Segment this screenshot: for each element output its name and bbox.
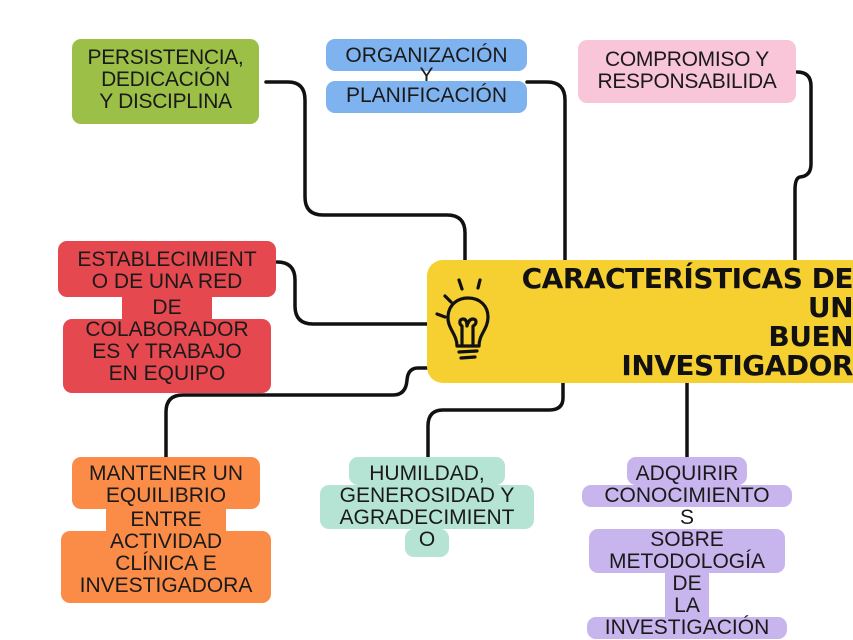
node-equilibrio[interactable]: MANTENER UN EQUILIBRIO ENTRE ACTIVIDAD C… xyxy=(61,457,271,603)
node-equilibrio-line: INVESTIGADORA xyxy=(79,574,253,597)
node-persistencia[interactable]: PERSISTENCIA, DEDICACIÓN Y DISCIPLINA xyxy=(72,39,259,124)
node-organizacion-line: PLANIFICACIÓN xyxy=(345,84,508,107)
node-organizacion-line: ORGANIZACIÓN xyxy=(345,44,508,67)
node-red-line: COLABORADOR xyxy=(85,318,249,341)
central-title: CARACTERÍSTICAS DE UN BUEN INVESTIGADOR xyxy=(521,262,853,382)
node-conocimientos-line: INVESTIGACIÓN xyxy=(604,616,770,639)
node-organizacion[interactable]: ORGANIZACIÓN Y PLANIFICACIÓN xyxy=(326,39,527,113)
node-equilibrio-line: CLÍNICA E xyxy=(115,552,217,575)
node-red-line: EN EQUIPO xyxy=(108,362,226,385)
node-equilibrio-line: MANTENER UN xyxy=(88,462,243,485)
node-persistencia-line: DEDICACIÓN xyxy=(101,68,230,91)
node-conocimientos-line: METODOLOGÍA xyxy=(609,550,765,573)
node-humildad-line: AGRADECIMIENT xyxy=(339,506,515,529)
node-equilibrio-line: EQUILIBRIO xyxy=(105,484,227,507)
node-persistencia-line: Y DISCIPLINA xyxy=(99,90,232,113)
node-conocimientos-line: LA xyxy=(674,594,700,617)
node-compromiso-line: RESPONSABILIDA xyxy=(597,70,777,93)
node-conocimientos-line: SOBRE xyxy=(650,528,724,551)
node-equilibrio-line: ENTRE xyxy=(130,508,202,531)
node-conocimientos-line: DE xyxy=(672,572,702,595)
node-equilibrio-line: ACTIVIDAD xyxy=(109,530,222,553)
node-red-line: ESTABLECIMIENT xyxy=(77,248,257,271)
node-humildad-line: GENEROSIDAD Y xyxy=(339,484,515,507)
node-conocimientos-line: CONOCIMIENTO xyxy=(604,484,770,507)
node-humildad[interactable]: HUMILDAD, GENEROSIDAD Y AGRADECIMIENT O xyxy=(320,457,534,557)
node-red-line: ES Y TRABAJO xyxy=(92,340,242,363)
node-persistencia-line: PERSISTENCIA, xyxy=(87,46,244,69)
node-red-line: O DE UNA RED xyxy=(91,270,243,293)
node-red-line: DE xyxy=(152,296,182,319)
central-topic[interactable]: CARACTERÍSTICAS DE UN BUEN INVESTIGADOR xyxy=(427,260,853,383)
node-humildad-line: HUMILDAD, xyxy=(369,462,485,485)
node-humildad-line: O xyxy=(418,528,436,551)
node-compromiso-line: COMPROMISO Y xyxy=(604,48,770,71)
node-conocimientos-line: S xyxy=(679,506,694,529)
node-conocimientos[interactable]: ADQUIRIR CONOCIMIENTO S SOBRE METODOLOGÍ… xyxy=(582,457,792,639)
node-conocimientos-line: ADQUIRIR xyxy=(635,462,739,485)
node-red[interactable]: ESTABLECIMIENT O DE UNA RED DE COLABORAD… xyxy=(58,241,276,393)
node-compromiso[interactable]: COMPROMISO Y RESPONSABILIDA xyxy=(578,40,796,103)
lightbulb-icon xyxy=(435,278,490,360)
